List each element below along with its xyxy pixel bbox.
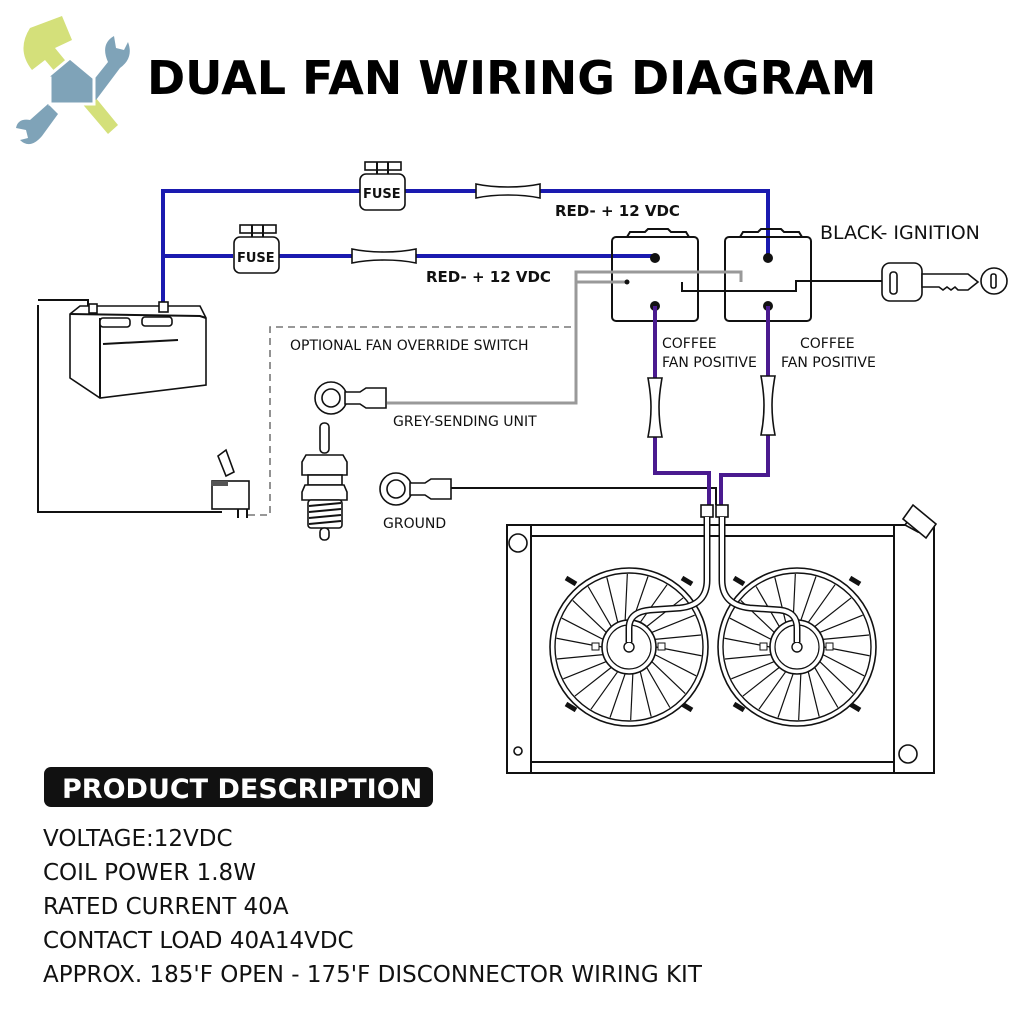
fan-blade bbox=[646, 667, 671, 708]
fan-blade bbox=[814, 667, 839, 708]
fan-blade bbox=[731, 661, 775, 680]
fan-blade bbox=[758, 671, 787, 710]
description-line: COIL POWER 1.8W bbox=[43, 860, 256, 886]
fan-blade bbox=[774, 577, 787, 623]
butt-connector-fan-right bbox=[760, 375, 776, 436]
fan-right-label-2: FAN POSITIVE bbox=[781, 355, 876, 371]
fan-blade bbox=[654, 654, 697, 677]
fan-blade bbox=[777, 673, 794, 718]
fan-blade bbox=[630, 673, 634, 721]
description-heading: PRODUCT DESCRIPTION bbox=[62, 774, 422, 805]
fan-blade bbox=[587, 586, 612, 627]
fuse-top-label: FUSE bbox=[363, 187, 401, 202]
fan-right-label-1: COFFEE bbox=[800, 336, 855, 352]
fuse-top: FUSE bbox=[359, 161, 406, 211]
fan-blade bbox=[639, 584, 668, 623]
fan-blade bbox=[724, 654, 772, 660]
fan-blade bbox=[574, 666, 612, 697]
fan-blade bbox=[556, 654, 604, 660]
fan-blade bbox=[651, 661, 686, 694]
description-heading-box bbox=[44, 767, 433, 807]
butt-connector-bottom bbox=[351, 248, 417, 264]
description-line: VOLTAGE:12VDC bbox=[43, 826, 233, 852]
ground-ring-terminal bbox=[379, 472, 452, 506]
power-wires bbox=[161, 189, 770, 305]
override-toggle-switch[interactable] bbox=[211, 448, 250, 518]
fan-blade bbox=[807, 584, 836, 623]
tools-house-logo-icon bbox=[16, 16, 130, 145]
sending-unit-wire bbox=[387, 270, 743, 405]
override-label: OPTIONAL FAN OVERRIDE SWITCH bbox=[290, 338, 528, 354]
butt-connector-fan-left bbox=[647, 377, 663, 438]
fuse-bottom: FUSE bbox=[233, 224, 280, 274]
fan-blade bbox=[814, 597, 852, 628]
fan-blade bbox=[654, 634, 702, 640]
wire-bottom-label: RED- + 12 VDC bbox=[426, 268, 551, 286]
sending-label: GREY-SENDING UNIT bbox=[393, 414, 537, 430]
ignition-label: BLACK- IGNITION bbox=[820, 222, 980, 244]
fan-blade bbox=[624, 573, 628, 621]
fan-left-label-1: COFFEE bbox=[662, 336, 717, 352]
fan-blade bbox=[822, 634, 870, 640]
temperature-sensor-icon bbox=[301, 422, 348, 541]
fan-group bbox=[549, 517, 877, 727]
fuse-bottom-label: FUSE bbox=[237, 251, 275, 266]
fan-blade bbox=[651, 614, 695, 633]
butt-connector-top bbox=[475, 183, 541, 199]
fan-blade bbox=[807, 671, 820, 717]
fan-blade bbox=[798, 673, 802, 721]
fan-blade bbox=[606, 577, 619, 623]
fan-left bbox=[549, 567, 709, 727]
fan-blade bbox=[822, 654, 865, 677]
fan-blade bbox=[742, 666, 780, 697]
fan-blade bbox=[729, 617, 772, 640]
fan-blade bbox=[609, 673, 626, 718]
fan-blade bbox=[800, 576, 817, 621]
wire-top-label: RED- + 12 VDC bbox=[555, 202, 680, 220]
fan-right bbox=[717, 567, 877, 727]
fan-blade bbox=[563, 661, 607, 680]
fan-connectors bbox=[700, 504, 729, 518]
description-line: APPROX. 185'F OPEN - 175'F DISCONNECTOR … bbox=[43, 962, 703, 988]
battery-icon bbox=[37, 299, 222, 513]
page-title: DUAL FAN WIRING DIAGRAM bbox=[147, 51, 876, 105]
description-line: RATED CURRENT 40A bbox=[43, 894, 289, 920]
override-switch-wire bbox=[248, 326, 576, 516]
fan-blade bbox=[590, 671, 619, 710]
fan-blade bbox=[819, 614, 863, 633]
fan-blade bbox=[561, 617, 604, 640]
fan-blade bbox=[639, 671, 652, 717]
ground-label: GROUND bbox=[383, 516, 446, 532]
ignition-key-icon bbox=[881, 262, 1008, 302]
fan-blade bbox=[572, 600, 607, 633]
description-line: CONTACT LOAD 40A14VDC bbox=[43, 928, 354, 954]
ignition-wire bbox=[681, 280, 885, 292]
product-description: PRODUCT DESCRIPTION VOLTAGE:12VDC COIL P… bbox=[43, 767, 703, 988]
fan-left-label-2: FAN POSITIVE bbox=[662, 355, 757, 371]
ground-wire bbox=[451, 487, 717, 505]
fan-blade bbox=[819, 661, 854, 694]
sending-ring-terminal bbox=[314, 381, 387, 415]
